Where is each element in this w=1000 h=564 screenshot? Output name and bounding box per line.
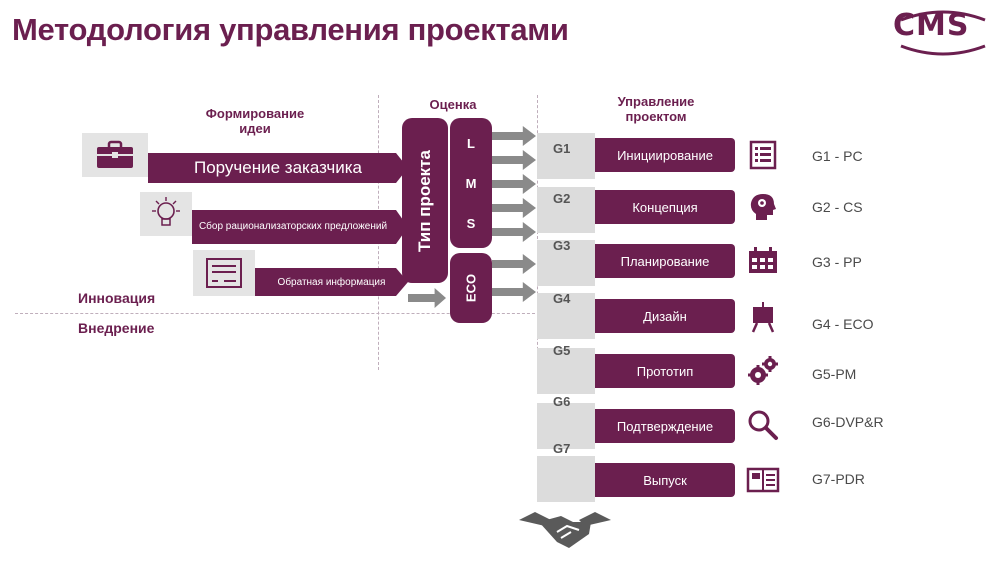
gate-result-g3: G3 - PP — [812, 254, 862, 270]
project-type-box: Тип проекта — [402, 118, 448, 283]
gate-label-g3: Планирование — [595, 244, 735, 278]
gate-label-g1: Инициирование — [595, 138, 735, 172]
document-icon — [193, 250, 255, 296]
arrow-eco-2 — [492, 282, 536, 302]
eco-box: ECO — [450, 253, 492, 323]
gate-box-g3 — [537, 240, 595, 286]
magnifier-icon — [746, 410, 780, 440]
gate-result-g5: G5-PM — [812, 366, 857, 382]
divider-horizontal — [15, 313, 540, 314]
gate-box-g6 — [537, 403, 595, 449]
gate-box-g4 — [537, 293, 595, 339]
gate-result-g7: G7-PDR — [812, 471, 865, 487]
gate-label-g5: Прототип — [595, 354, 735, 388]
gate-result-g2: G2 - CS — [812, 199, 863, 215]
lms-m: M — [465, 176, 477, 191]
logo: CMS — [893, 8, 970, 43]
page-title: Методология управления проектами — [12, 12, 569, 47]
input-feedback: Обратная информация — [255, 268, 408, 296]
label-implementation: Внедрение — [78, 320, 155, 336]
lightbulb-icon — [140, 192, 192, 236]
input-customer-order: Поручение заказчика — [148, 153, 408, 183]
gate-code-g4: G4 — [553, 291, 571, 306]
header-assessment: Оценка — [429, 97, 477, 112]
gate-label-g4: Дизайн — [595, 299, 735, 333]
gears-icon — [746, 356, 780, 386]
gate-result-g6: G6-DVP&R — [812, 414, 884, 430]
briefcase-icon — [82, 133, 148, 177]
header-management: Управление проектом — [617, 94, 695, 124]
easel-icon — [746, 302, 780, 333]
lms-s: S — [466, 216, 476, 231]
lms-box: L M S — [450, 118, 492, 248]
input-suggestions: Сбор рационализаторских предложений — [192, 210, 408, 244]
gate-box-g5 — [537, 348, 595, 394]
gate-code-g2: G2 — [553, 191, 571, 206]
header-formation: Формирование идеи — [205, 106, 305, 136]
head-gears-icon — [746, 192, 780, 222]
gate-box-g1 — [537, 133, 595, 179]
gate-code-g5: G5 — [553, 343, 571, 358]
gate-result-g4: G4 - ECO — [812, 316, 874, 332]
book-icon — [746, 465, 780, 495]
label-innovation: Инновация — [78, 290, 156, 306]
gate-code-g1: G1 — [553, 141, 571, 156]
handshake-icon — [517, 508, 613, 554]
gate-label-g2: Концепция — [595, 190, 735, 224]
gate-code-g3: G3 — [553, 238, 571, 253]
lms-l: L — [467, 136, 475, 151]
arrow-lms-1 — [492, 126, 536, 146]
gate-result-g1: G1 - PC — [812, 148, 863, 164]
arrow-lms-4 — [492, 198, 536, 218]
gate-label-g7: Выпуск — [595, 463, 735, 497]
gate-code-g6: G6 — [553, 394, 571, 409]
eco-label: ECO — [463, 273, 479, 303]
logo-swoosh — [900, 10, 986, 56]
arrow-eco-1 — [492, 254, 536, 274]
arrow-lms-5 — [492, 222, 536, 242]
gate-box-g7 — [537, 456, 595, 502]
calendar-icon — [746, 246, 780, 276]
checklist-icon — [746, 140, 780, 170]
gate-box-g2 — [537, 187, 595, 233]
project-type-label: Тип проекта — [415, 149, 434, 252]
gate-label-g6: Подтверждение — [595, 409, 735, 443]
arrow-lms-2 — [492, 150, 536, 170]
gate-code-g7: G7 — [553, 441, 571, 456]
arrow-to-eco — [408, 288, 446, 308]
arrow-lms-3 — [492, 174, 536, 194]
